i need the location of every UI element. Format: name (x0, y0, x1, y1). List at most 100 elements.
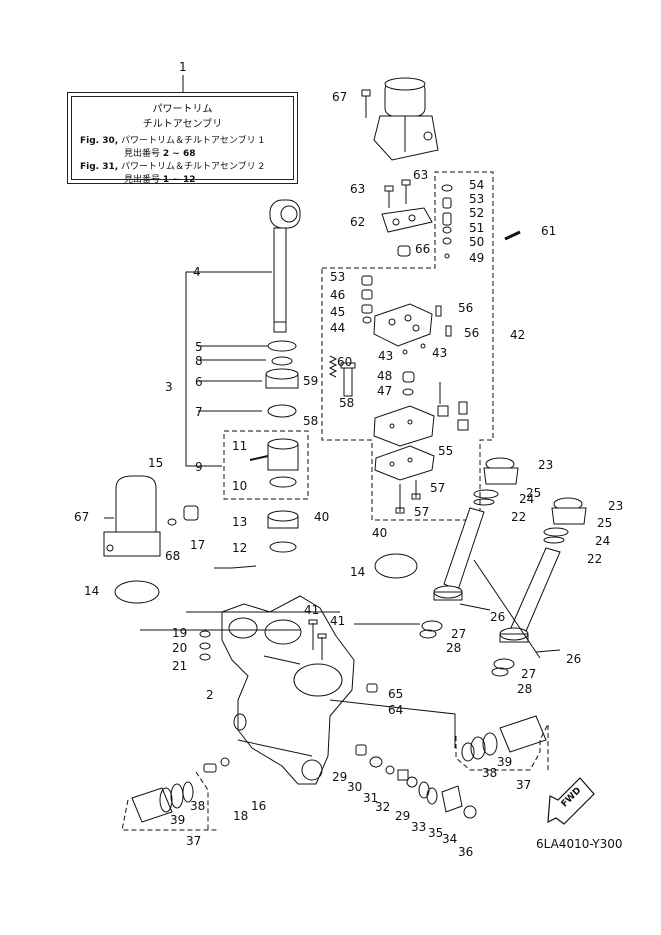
callout-57: 57 (430, 481, 445, 495)
callout-51: 51 (469, 221, 484, 235)
callout-3: 3 (165, 380, 173, 394)
callout-39: 39 (497, 755, 512, 769)
callout-50: 50 (469, 235, 484, 249)
callout-27: 27 (521, 667, 536, 681)
callout-65: 65 (388, 687, 403, 701)
callout-48: 48 (377, 369, 392, 383)
callout-20: 20 (172, 641, 187, 655)
callout-29: 29 (395, 809, 410, 823)
callout-39: 39 (170, 813, 185, 827)
callout-28: 28 (517, 682, 532, 696)
callout-11: 11 (232, 439, 247, 453)
callout-23: 23 (608, 499, 623, 513)
callout-54: 54 (469, 178, 484, 192)
legend-ref-2-range: 見出番号 1 ~ 12 (124, 175, 196, 185)
callout-7: 7 (195, 405, 203, 419)
callout-47: 47 (377, 384, 392, 398)
callout-68: 68 (165, 549, 180, 563)
callout-27: 27 (451, 627, 466, 641)
callout-46: 46 (330, 288, 345, 302)
callout-35: 35 (428, 826, 443, 840)
callout-24: 24 (595, 534, 610, 548)
callout-37: 37 (516, 778, 531, 792)
callout-37: 37 (186, 834, 201, 848)
callout-44: 44 (330, 321, 345, 335)
callout-67: 67 (74, 510, 89, 524)
callout-57: 57 (414, 505, 429, 519)
callout-43: 43 (378, 349, 393, 363)
callout-4: 4 (193, 265, 201, 279)
callout-64: 64 (388, 703, 403, 717)
callout-63: 63 (413, 168, 428, 182)
callout-40: 40 (314, 510, 329, 524)
trim-ram-right-icon (433, 507, 485, 601)
callout-59: 59 (303, 374, 318, 388)
callout-45: 45 (330, 305, 345, 319)
callout-5: 5 (195, 340, 203, 354)
assembly-number: 1 (179, 60, 187, 74)
callout-31: 31 (363, 791, 378, 805)
fwd-arrow-icon (547, 777, 595, 825)
callout-15: 15 (148, 456, 163, 470)
callout-49: 49 (469, 251, 484, 265)
callout-58: 58 (339, 396, 354, 410)
callout-19: 19 (172, 626, 187, 640)
callout-67: 67 (332, 90, 347, 104)
legend-ref-1: Fig. 30, パワートリム＆チルトアセンブリ 1 (80, 136, 265, 146)
legend-title-line1: パワートリム (152, 104, 213, 115)
callout-28: 28 (446, 641, 461, 655)
callout-40: 40 (372, 526, 387, 540)
callout-17: 17 (190, 538, 205, 552)
assembly-legend-box: パワートリム チルトアセンブリ Fig. 30, パワートリム＆チルトアセンブリ… (67, 92, 298, 185)
callout-62: 62 (350, 215, 365, 229)
callout-25: 25 (526, 486, 541, 500)
callout-56: 56 (464, 326, 479, 340)
callout-60: 60 (337, 355, 352, 369)
callout-12: 12 (232, 541, 247, 555)
callout-63: 63 (350, 182, 365, 196)
legend-ref-2: Fig. 31, パワートリム＆チルトアセンブリ 2 (80, 162, 265, 172)
callout-38: 38 (190, 799, 205, 813)
callout-43: 43 (432, 346, 447, 360)
manual-valve-left-icon (131, 781, 194, 823)
callout-61: 61 (541, 224, 556, 238)
tilt-ram-right-icon (499, 547, 561, 643)
tilt-ram-icon (269, 199, 301, 333)
manual-valve-right-icon (461, 715, 547, 762)
callout-16: 16 (251, 799, 266, 813)
callout-53: 53 (330, 270, 345, 284)
callout-36: 36 (458, 845, 473, 859)
callout-55: 55 (438, 444, 453, 458)
callout-24: 24 (519, 492, 534, 506)
callout-30: 30 (347, 780, 362, 794)
callout-10: 10 (232, 479, 247, 493)
callout-26: 26 (566, 652, 581, 666)
callout-53: 53 (469, 192, 484, 206)
callout-23: 23 (538, 458, 553, 472)
housing-icon (221, 595, 355, 785)
motor-icon (373, 77, 439, 161)
legend-ref-1-range: 見出番号 2 ~ 68 (124, 149, 196, 159)
pump-plate-icon (381, 207, 433, 233)
callout-21: 21 (172, 659, 187, 673)
callout-29: 29 (332, 770, 347, 784)
callout-8: 8 (195, 354, 203, 368)
callout-33: 33 (411, 820, 426, 834)
callout-18: 18 (233, 809, 248, 823)
callout-9: 9 (195, 460, 203, 474)
callout-34: 34 (442, 832, 457, 846)
callout-38: 38 (482, 766, 497, 780)
callout-32: 32 (375, 800, 390, 814)
callout-26: 26 (490, 610, 505, 624)
callout-56: 56 (458, 301, 473, 315)
callout-41: 41 (304, 603, 319, 617)
legend-title-line2: チルトアセンブリ (142, 119, 223, 130)
callout-2: 2 (206, 688, 214, 702)
callout-22: 22 (511, 510, 526, 524)
callout-25: 25 (597, 516, 612, 530)
callout-52: 52 (469, 206, 484, 220)
callout-66: 66 (415, 242, 430, 256)
callout-41: 41 (330, 614, 345, 628)
